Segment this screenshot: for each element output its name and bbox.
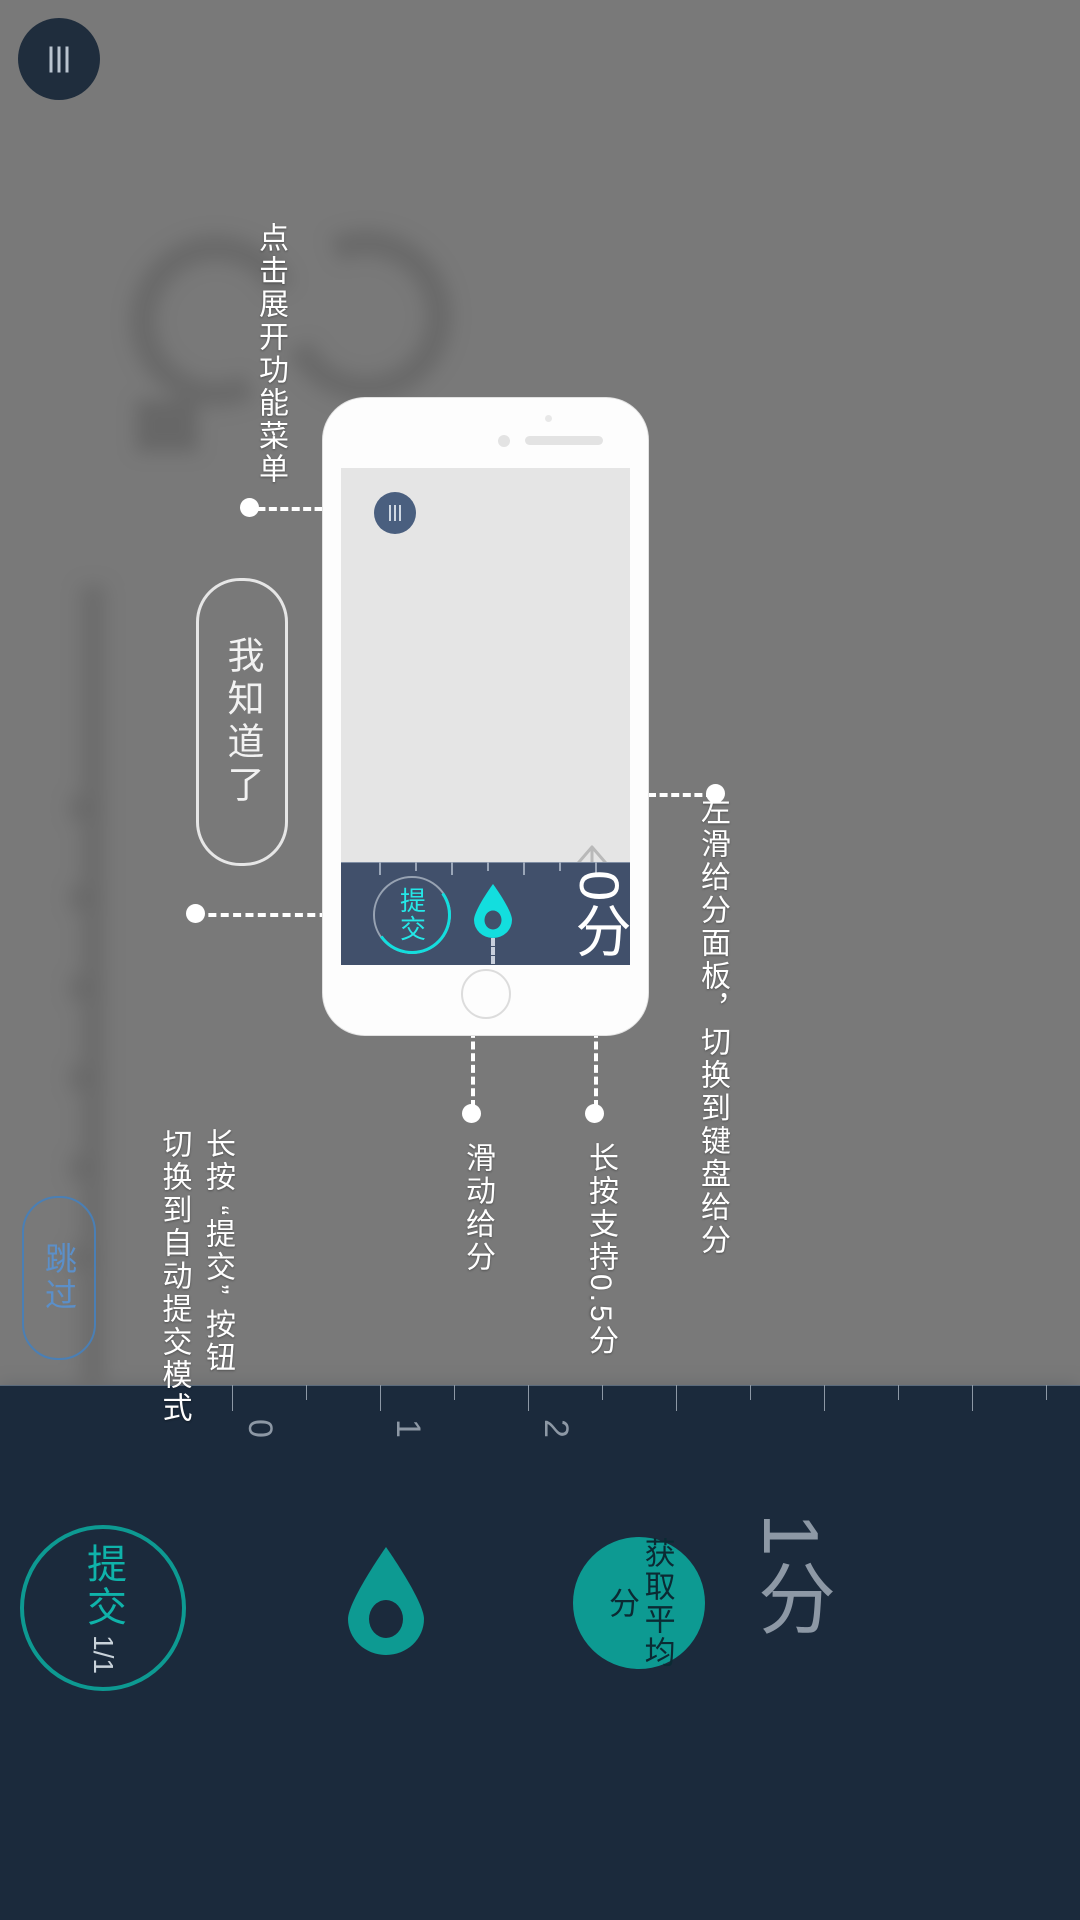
callout-line-menu: [246, 507, 334, 511]
ruler-tick: [232, 1385, 233, 1411]
phone-score: 0分: [568, 870, 630, 960]
ruler-tick: [676, 1385, 677, 1411]
callout-dot-submit: [186, 904, 205, 923]
bottom-toolbar: 0 1 2 提交 1/1 获取平均分 1分: [0, 1385, 1080, 1920]
phone-speaker: [525, 436, 603, 445]
skip-button[interactable]: 跳过: [22, 1196, 96, 1360]
phone-mockup: 提交 0分: [323, 398, 648, 1035]
annotation-menu: 点击展开功能菜单: [254, 222, 287, 486]
callout-dot-slide: [462, 1104, 481, 1123]
got-it-button[interactable]: 我知道了: [196, 578, 288, 866]
callout-dot-menu: [240, 498, 259, 517]
ruler-tick: [306, 1385, 307, 1400]
water-drop-icon[interactable]: [342, 1545, 430, 1655]
score-ruler: [0, 1385, 1080, 1386]
hamburger-menu-icon: [389, 505, 401, 521]
phone-ruler-tick: [379, 862, 381, 875]
ruler-tick: [972, 1385, 973, 1411]
submit-button[interactable]: 提交 1/1: [20, 1525, 186, 1691]
progress-arc: [366, 869, 458, 961]
ruler-tick-label: 1: [389, 1419, 427, 1438]
phone-submit-button[interactable]: 提交: [366, 869, 458, 961]
phone-ruler-tick: [523, 862, 525, 875]
annotation-slide: 滑动给分: [461, 1142, 494, 1274]
ruler-tick: [380, 1385, 381, 1411]
callout-dot-halfpoint: [585, 1104, 604, 1123]
skip-label: 跳过: [41, 1242, 77, 1314]
phone-ruler-tick: [451, 862, 453, 875]
phone-ruler-tick: [487, 862, 489, 871]
annotation-keyboard: 左滑给分面板，切换到键盘给分: [696, 795, 729, 1257]
phone-ruler-tick: [559, 862, 561, 871]
got-it-label: 我知道了: [222, 636, 263, 808]
ruler-tick: [824, 1385, 825, 1411]
ruler-tick: [898, 1385, 899, 1400]
callout-dot-keyboard: [706, 784, 725, 803]
phone-screen: 提交 0分: [341, 468, 630, 965]
ruler-tick-label: 2: [537, 1419, 575, 1438]
callout-line-keyboard: [648, 793, 714, 797]
phone-ruler: [341, 862, 630, 863]
annotation-halfpoint: 长按支持0.5分: [584, 1142, 617, 1358]
water-drop-icon[interactable]: [471, 882, 515, 938]
hamburger-menu-icon: [49, 46, 69, 72]
callout-line-submit: [196, 913, 340, 917]
proximity-sensor: [545, 415, 552, 422]
menu-fab-button[interactable]: [18, 18, 100, 100]
ruler-tick: [750, 1385, 751, 1400]
ruler-tick-label: 0: [241, 1419, 279, 1438]
submit-count: 1/1: [88, 1634, 119, 1674]
phone-ruler-tick: [595, 862, 597, 875]
score-display: 1分: [747, 1513, 835, 1639]
phone-menu-fab[interactable]: [374, 492, 416, 534]
submit-label: 提交: [81, 1542, 125, 1629]
ruler-tick: [602, 1385, 603, 1400]
annotation-submit: 长按 “提交” 按钮 切换到自动提交模式: [157, 1128, 235, 1425]
get-average-button[interactable]: 获取平均分: [573, 1537, 705, 1669]
phone-ruler-tick: [415, 862, 417, 871]
home-button[interactable]: [460, 969, 511, 1019]
get-average-label: 获取平均分: [604, 1537, 675, 1669]
ruler-tick: [1046, 1385, 1047, 1400]
ruler-tick: [528, 1385, 529, 1411]
phone-submit-label: 提交: [396, 887, 427, 943]
phone-score-bar: 提交 0分: [341, 862, 630, 965]
drop-stem: [491, 938, 495, 964]
front-camera: [498, 435, 510, 447]
ruler-tick: [454, 1385, 455, 1400]
